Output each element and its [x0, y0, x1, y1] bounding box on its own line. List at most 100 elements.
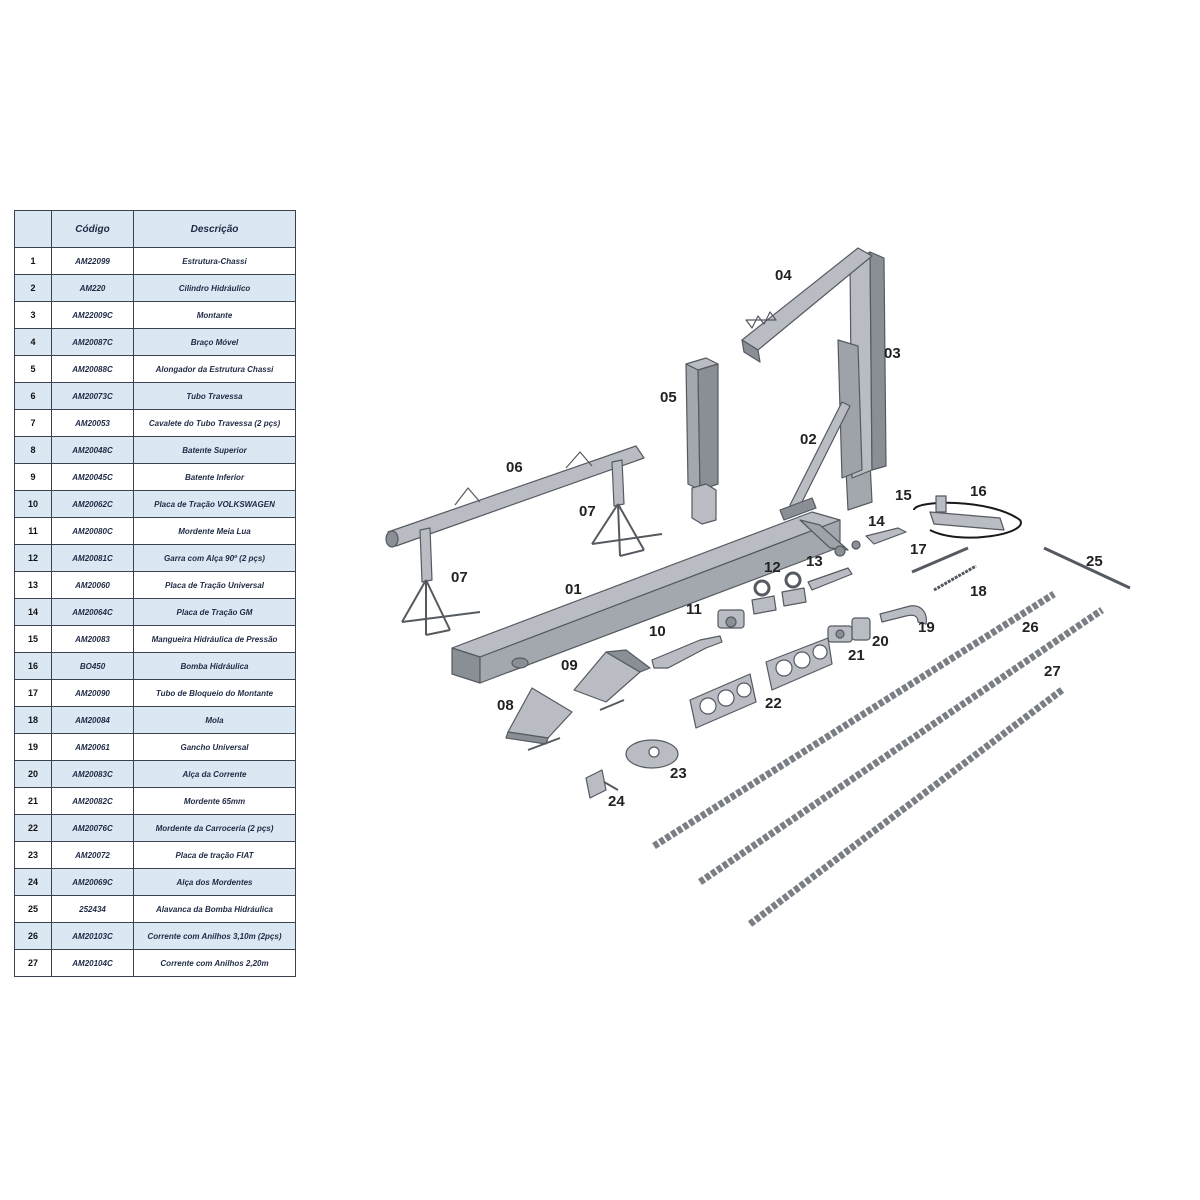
row-code: BO450 — [51, 652, 134, 680]
gm-traction-plate — [865, 527, 907, 545]
label-18: 18 — [970, 583, 987, 600]
label-04: 04 — [775, 267, 792, 284]
row-code: AM220 — [51, 274, 134, 302]
row-code: AM20088C — [51, 355, 134, 383]
row-number: 10 — [14, 490, 52, 518]
row-code: AM20048C — [51, 436, 134, 464]
row-description: Alça dos Mordentes — [133, 868, 296, 896]
label-01: 01 — [565, 581, 582, 598]
fiat-traction-plate — [625, 739, 679, 769]
row-number: 4 — [14, 328, 52, 356]
chain-handle — [851, 617, 871, 641]
movable-arm — [741, 247, 873, 363]
header-description: Descrição — [133, 210, 296, 248]
row-description: Placa de Tração VOLKSWAGEN — [133, 490, 296, 518]
spring — [933, 564, 977, 592]
row-code: AM20082C — [51, 787, 134, 815]
half-moon-jaw — [717, 609, 745, 629]
body-jaw-right — [765, 637, 833, 691]
row-description: Placa de tração FIAT — [133, 841, 296, 869]
pump-lever — [1043, 546, 1131, 590]
clamp-90-left — [751, 579, 777, 615]
row-description: Alça da Corrente — [133, 760, 296, 788]
label-13: 13 — [806, 553, 823, 570]
row-description: Mordente 65mm — [133, 787, 296, 815]
row-code: AM20076C — [51, 814, 134, 842]
row-description: Corrente com Anilhos 3,10m (2pçs) — [133, 922, 296, 950]
row-description: Batente Superior — [133, 436, 296, 464]
chassis-frame — [451, 511, 861, 684]
chain-310m-a — [652, 591, 1056, 849]
label-12: 12 — [764, 559, 781, 576]
label-15: 15 — [895, 487, 912, 504]
row-number: 7 — [14, 409, 52, 437]
cross-tube — [385, 445, 645, 548]
row-description: Mordente da Carroceria (2 pçs) — [133, 814, 296, 842]
label-17: 17 — [910, 541, 927, 558]
label-21: 21 — [848, 647, 865, 664]
row-description: Montante — [133, 301, 296, 329]
row-description: Cilindro Hidráulico — [133, 274, 296, 302]
row-description: Alongador da Estrutura Chassi — [133, 355, 296, 383]
row-number: 3 — [14, 301, 52, 329]
row-number: 6 — [14, 382, 52, 410]
label-02: 02 — [800, 431, 817, 448]
row-code: AM22099 — [51, 247, 134, 275]
row-code: AM20069C — [51, 868, 134, 896]
label-09: 09 — [561, 657, 578, 674]
universal-traction-plate — [807, 567, 853, 591]
locking-tube — [911, 546, 969, 574]
row-code: 252434 — [51, 895, 134, 923]
label-07-left: 07 — [451, 569, 468, 586]
row-code: AM20073C — [51, 382, 134, 410]
row-code: AM20081C — [51, 544, 134, 572]
row-number: 25 — [14, 895, 52, 923]
row-description: Bomba Hidráulica — [133, 652, 296, 680]
row-description: Estrutura-Chassi — [133, 247, 296, 275]
hydraulic-cylinder — [779, 401, 851, 521]
cross-tube-stand-left — [401, 527, 481, 636]
row-description: Mangueira Hidráulica de Pressão — [133, 625, 296, 653]
label-07-right: 07 — [579, 503, 596, 520]
upright-post — [837, 251, 887, 511]
row-number: 11 — [14, 517, 52, 545]
row-number: 21 — [14, 787, 52, 815]
body-jaw-left — [689, 673, 757, 729]
row-number: 17 — [14, 679, 52, 707]
label-05: 05 — [660, 389, 677, 406]
row-code: AM20045C — [51, 463, 134, 491]
row-code: AM20083 — [51, 625, 134, 653]
jaw-handle — [585, 769, 619, 799]
chassis-extender — [685, 357, 719, 525]
row-number: 1 — [14, 247, 52, 275]
label-24: 24 — [608, 793, 625, 810]
label-25: 25 — [1086, 553, 1103, 570]
row-number: 9 — [14, 463, 52, 491]
row-description: Alavanca da Bomba Hidráulica — [133, 895, 296, 923]
label-27: 27 — [1044, 663, 1061, 680]
row-code: AM20072 — [51, 841, 134, 869]
row-code: AM20053 — [51, 409, 134, 437]
label-19: 19 — [918, 619, 935, 636]
universal-hook — [879, 605, 927, 625]
label-16: 16 — [970, 483, 987, 500]
row-code: AM20103C — [51, 922, 134, 950]
